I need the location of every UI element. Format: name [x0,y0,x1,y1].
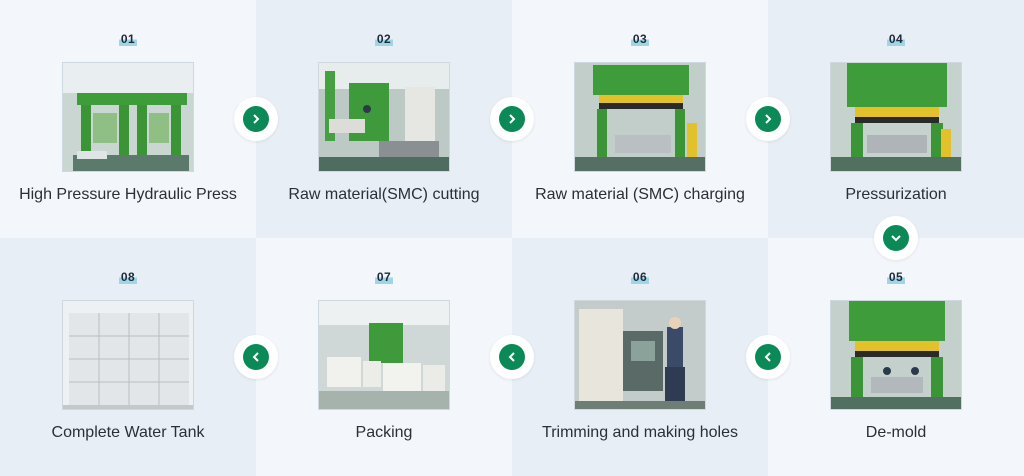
chevron-down-icon [891,235,901,242]
next-arrow-06-07 [490,335,534,379]
smc-cutting-photo [318,62,450,172]
hydraulic-press-photo [62,62,194,172]
step-card-01: 01 High Pressure Hydraulic Press [0,0,256,238]
step-number: 06 [630,270,650,284]
chevron-left-icon [764,352,771,362]
next-arrow-01-02 [234,97,278,141]
step-label: Packing [355,424,413,441]
next-arrow-03-04 [746,97,790,141]
chevron-left-icon [252,352,259,362]
step-label: De-mold [865,424,927,441]
chevron-right-icon [253,114,260,124]
trimming-photo [574,300,706,410]
step-number: 08 [118,270,138,284]
step-card-06: 06 Trimming and making holes [512,238,768,476]
water-tank-photo [62,300,194,410]
step-label: High Pressure Hydraulic Press [19,186,237,203]
next-arrow-04-05 [874,216,918,260]
step-label: Raw material (SMC) charging [535,186,745,203]
step-number: 02 [374,32,394,46]
chevron-right-icon [509,114,516,124]
step-label: Raw material(SMC) cutting [288,186,480,203]
smc-charging-photo [574,62,706,172]
step-number: 01 [118,32,138,46]
step-card-05: 05 De-mold [768,238,1024,476]
next-arrow-07-08 [234,335,278,379]
step-number: 05 [886,270,906,284]
step-number: 07 [374,270,394,284]
step-card-02: 02 Raw material(SMC) cutting [256,0,512,238]
step-number: 03 [630,32,650,46]
step-card-04: 04 Pressurization [768,0,1024,238]
chevron-left-icon [508,352,515,362]
step-label: Trimming and making holes [542,424,738,441]
step-card-07: 07 Packing [256,238,512,476]
step-label: Complete Water Tank [51,424,205,441]
chevron-right-icon [765,114,772,124]
next-arrow-02-03 [490,97,534,141]
next-arrow-05-06 [746,335,790,379]
step-number: 04 [886,32,906,46]
step-card-03: 03 Raw material (SMC) charging [512,0,768,238]
de-mold-photo [830,300,962,410]
packing-photo [318,300,450,410]
step-card-08: 08 Complete Water Tank [0,238,256,476]
pressurization-photo [830,62,962,172]
step-label: Pressurization [845,186,947,203]
